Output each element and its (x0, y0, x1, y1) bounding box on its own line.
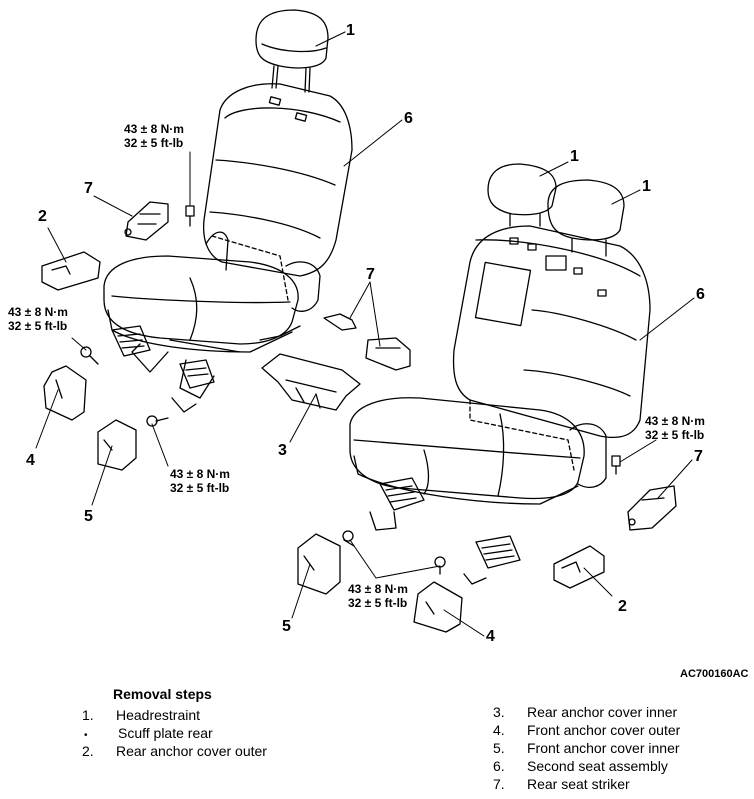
removal-step-item: 7. Rear seat striker (493, 776, 630, 792)
callout-5-right-cover: 5 (282, 618, 291, 635)
callout-7-right-striker: 7 (694, 448, 703, 465)
callout-5-left-cover: 5 (84, 508, 93, 525)
right-rear-latch (463, 535, 521, 585)
callout-3-inner-cover: 3 (278, 442, 287, 459)
rear-anchor-cover-inner (261, 353, 361, 411)
step-number: 3. (493, 704, 505, 720)
callout-1-center-headrest: 1 (570, 148, 579, 165)
bolt-icon (611, 455, 621, 475)
torque-spec-striker-bolt-left: 43 ± 8 N·m 32 ± 5 ft-lb (124, 122, 184, 150)
right-headrest-outer (547, 179, 625, 241)
callout-1-left-headrest: 1 (346, 22, 355, 39)
right-headrest-center (487, 163, 557, 216)
callout-4-right-cover: 4 (486, 628, 495, 645)
callout-2-left-cover: 2 (38, 208, 47, 225)
step-text: Headrestraint (116, 707, 201, 723)
right-rear-seat-striker (627, 485, 677, 531)
left-front-anchor-cover-inner (97, 419, 137, 471)
left-rear-seat-striker (124, 201, 169, 241)
callout-6-right-seat: 6 (696, 286, 705, 303)
bolt-icon (80, 346, 99, 365)
callout-1-outer-headrest: 1 (642, 178, 651, 195)
bolt-icon (434, 556, 446, 575)
left-front-anchor-cover-outer (43, 365, 87, 421)
step-number: 6. (493, 758, 505, 774)
removal-step-item: • Scuff plate rear (82, 725, 213, 741)
removal-steps-title: Removal steps (113, 686, 212, 702)
step-number: 7. (493, 776, 505, 792)
step-text: Front anchor cover inner (527, 740, 680, 756)
step-number: 4. (493, 722, 505, 738)
step-text: Rear seat striker (527, 776, 630, 792)
right-rear-anchor-cover-outer (553, 545, 605, 589)
step-text: Second seat assembly (527, 758, 668, 774)
step-number: 5. (493, 740, 505, 756)
bolt-icon (146, 415, 169, 427)
right-front-anchor-cover-outer (413, 581, 463, 633)
left-cushion (103, 255, 299, 345)
torque-spec-latch-right: 43 ± 8 N·m 32 ± 5 ft-lb (348, 582, 408, 610)
step-text: Scuff plate rear (118, 725, 213, 741)
callout-4-left-cover: 4 (26, 452, 35, 469)
step-text: Rear anchor cover inner (527, 704, 678, 720)
left-rear-latch (171, 359, 215, 413)
right-backrest (452, 225, 651, 439)
callout-6-left-seat: 6 (404, 110, 413, 127)
step-number: 2. (82, 743, 94, 759)
removal-step-item: 4. Front anchor cover outer (493, 722, 680, 738)
left-seat-assembly (103, 9, 353, 413)
left-headrest (255, 9, 329, 69)
callout-7-left-striker: 7 (84, 180, 93, 197)
callout-2-right-cover: 2 (618, 598, 627, 615)
right-front-latch (369, 477, 425, 531)
right-front-anchor-cover-inner (297, 533, 341, 595)
torque-spec-striker-bolt-right: 43 ± 8 N·m 32 ± 5 ft-lb (645, 414, 705, 442)
seat-exploded-diagram (35, 9, 695, 637)
torque-spec-rear-latch-left: 43 ± 8 N·m 32 ± 5 ft-lb (170, 467, 230, 495)
leader-lines (35, 31, 695, 637)
step-bullet: • (84, 730, 88, 741)
removal-step-item: 2. Rear anchor cover outer (82, 743, 267, 759)
step-text: Rear anchor cover outer (116, 743, 267, 759)
left-backrest (202, 83, 353, 277)
step-number: 1. (82, 707, 94, 723)
callout-7-center-striker: 7 (366, 266, 375, 283)
bolt-icon (342, 530, 355, 547)
figure-code: AC700160AC (680, 668, 749, 680)
removal-step-item: 6. Second seat assembly (493, 758, 668, 774)
bolt-icon (185, 205, 195, 227)
removal-step-item: 1. Headrestraint (82, 707, 200, 723)
center-rear-seat-striker (323, 313, 411, 371)
step-text: Front anchor cover outer (527, 722, 681, 738)
left-rear-anchor-cover-outer (41, 251, 101, 291)
torque-spec-front-latch-left: 43 ± 8 N·m 32 ± 5 ft-lb (8, 305, 68, 333)
left-front-latch (111, 325, 151, 357)
removal-step-item: 3. Rear anchor cover inner (493, 704, 677, 720)
right-seat-assembly (349, 163, 651, 585)
removal-step-item: 5. Front anchor cover inner (493, 740, 680, 756)
